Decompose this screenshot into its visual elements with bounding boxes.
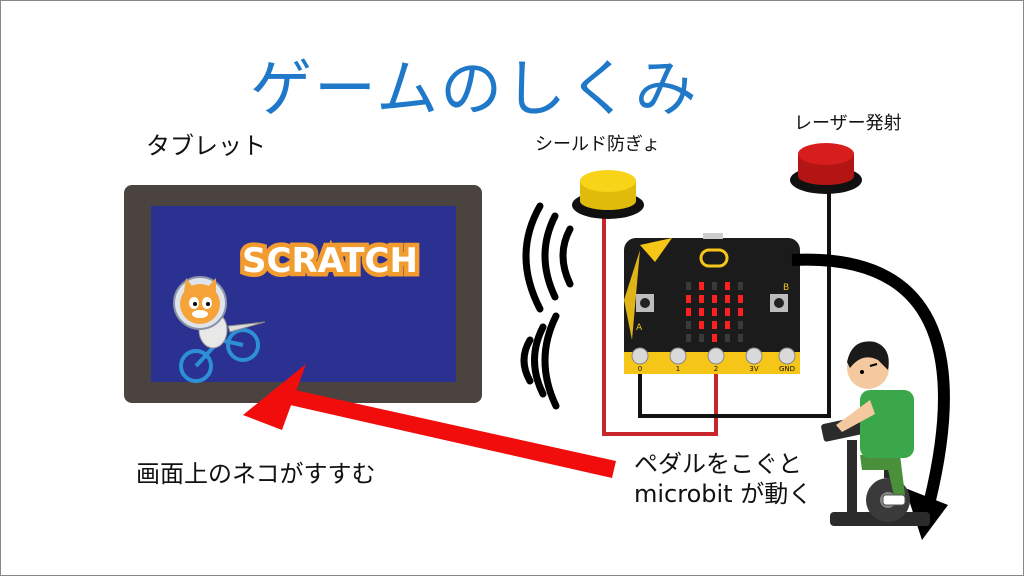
microbit-pin-3v: 3V (749, 365, 758, 373)
led-on (712, 295, 717, 303)
led-on (699, 295, 704, 303)
cat-moves-label: 画面上のネコがすすむ (136, 460, 376, 488)
scratch-cat-icon (173, 276, 266, 383)
led-on (699, 308, 704, 316)
led-on (712, 334, 717, 342)
microbit-pin-1: 1 (676, 365, 680, 373)
red-wire (602, 215, 718, 436)
led-off (712, 282, 717, 290)
microbit-pin-2: 2 (714, 365, 718, 373)
led-off (699, 334, 704, 342)
led-off (738, 282, 743, 290)
yellow-button-icon (572, 170, 644, 219)
led-on (725, 308, 730, 316)
red-button-icon (790, 143, 862, 194)
led-on (686, 295, 691, 303)
led-on (699, 321, 704, 329)
pedal-label-line1: ペダルをこぐと (634, 450, 802, 478)
person-icon (836, 341, 914, 506)
led-on (725, 295, 730, 303)
led-matrix (686, 282, 743, 342)
led-on (712, 321, 717, 329)
led-off (738, 321, 743, 329)
laser-button-label: レーザー発射 (794, 113, 902, 134)
black-wire (638, 190, 831, 418)
led-off (686, 321, 691, 329)
led-on (725, 282, 730, 290)
pedal-label: ペダルをこぐと microbit が動く (634, 449, 812, 509)
pedal-label-line2: microbit が動く (634, 480, 813, 508)
led-off (686, 334, 691, 342)
scratch-logo: SCRATCH (238, 237, 423, 286)
scratch-logo-text: SCRATCH (242, 241, 418, 281)
microbit-pin-gnd: GND (779, 365, 795, 373)
shield-button-label: シールド防ぎょ (535, 134, 661, 155)
led-on (686, 308, 691, 316)
microbit-button-b-label: B (783, 283, 789, 293)
microbit-icon: A B 0 1 2 3V GND (624, 233, 800, 374)
led-off (725, 334, 730, 342)
microbit-button-a-label: A (636, 323, 643, 333)
microbit-pin-0: 0 (638, 365, 642, 373)
led-off (686, 282, 691, 290)
led-on (725, 321, 730, 329)
led-off (738, 334, 743, 342)
led-on (738, 295, 743, 303)
wireless-signal-icon (520, 202, 574, 410)
led-on (738, 308, 743, 316)
led-on (699, 282, 704, 290)
page-title: ゲームのしくみ (250, 52, 699, 125)
tablet-label: タブレット (146, 132, 266, 160)
red-arrow (243, 364, 616, 478)
led-on (712, 308, 717, 316)
